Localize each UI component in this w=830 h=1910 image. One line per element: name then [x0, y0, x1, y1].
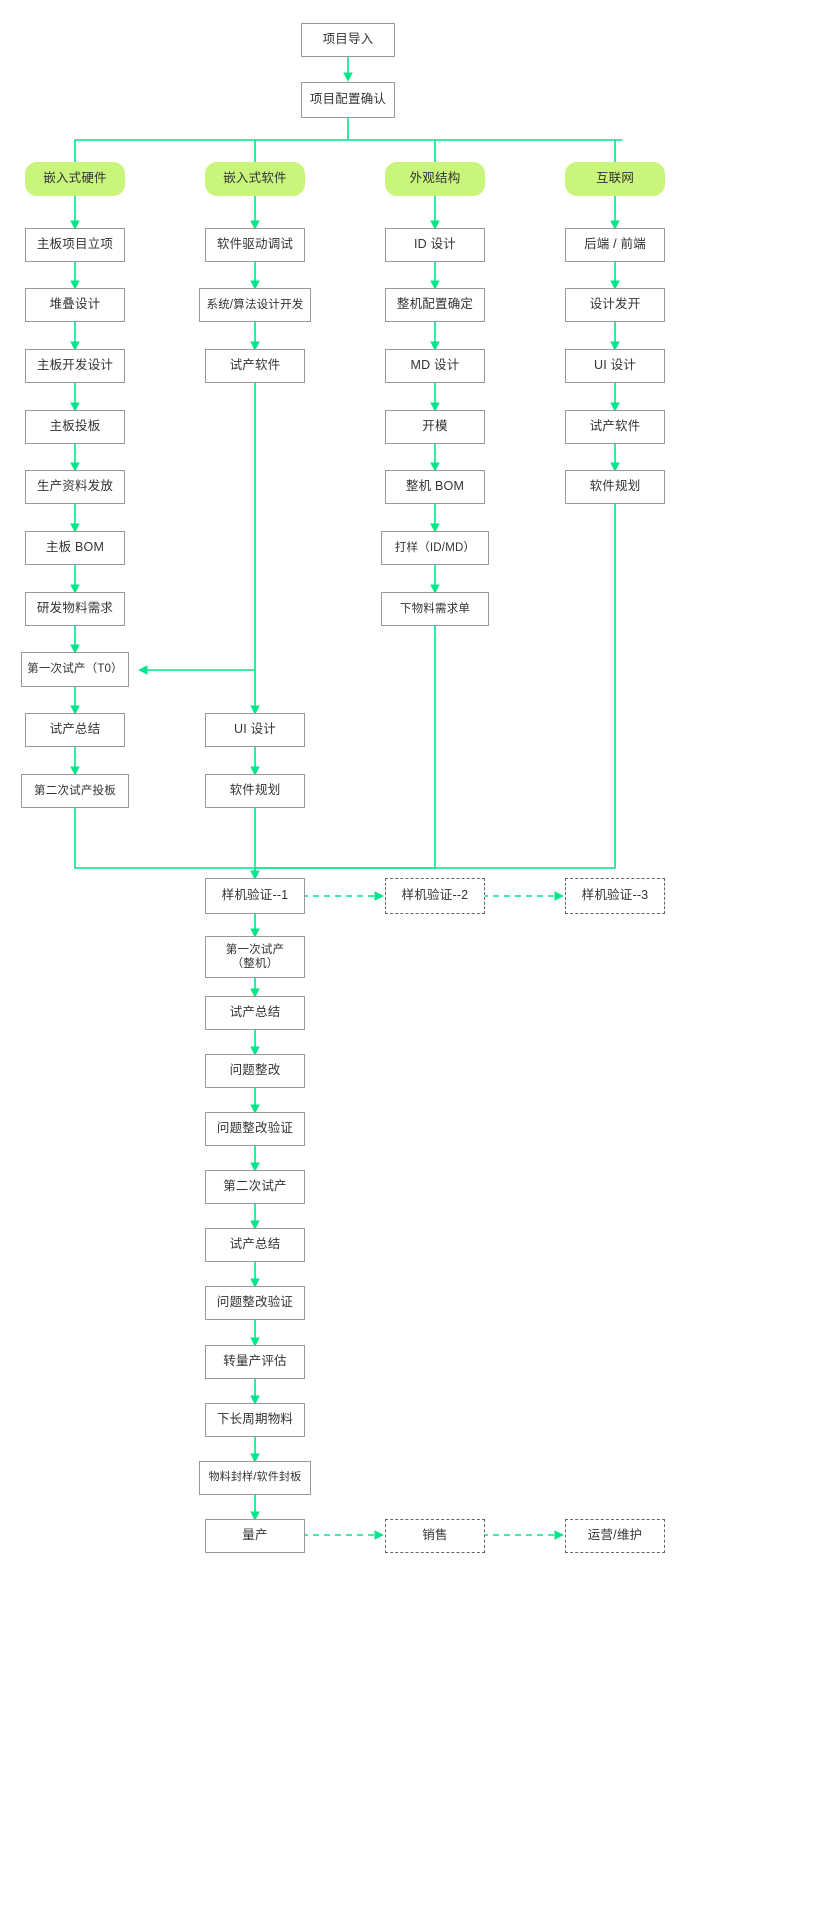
node-mech-2[interactable]: 整机配置确定	[385, 288, 485, 322]
node-hw-6[interactable]: 主板 BOM	[25, 531, 125, 565]
node-label: ID 设计	[414, 237, 456, 252]
lane-header-label: 嵌入式软件	[223, 171, 287, 186]
node-prototype-verify-3[interactable]: 样机验证--3	[565, 878, 665, 914]
node-label: 试产总结	[49, 722, 101, 737]
node-trunk-1[interactable]: 第一次试产 （整机）	[205, 936, 305, 978]
node-sw-3[interactable]: 试产软件	[205, 349, 305, 383]
node-mech-3[interactable]: MD 设计	[385, 349, 485, 383]
node-label: 量产	[242, 1528, 268, 1543]
node-hw-10[interactable]: 第二次试产投板	[21, 774, 129, 808]
node-label: 样机验证--1	[221, 888, 289, 903]
node-label: MD 设计	[410, 358, 460, 373]
node-label: UI 设计	[234, 722, 276, 737]
node-trunk-9[interactable]: 下长周期物料	[205, 1403, 305, 1437]
node-mech-5[interactable]: 整机 BOM	[385, 470, 485, 504]
node-prototype-verify-2[interactable]: 样机验证--2	[385, 878, 485, 914]
node-label: 第一次试产（T0）	[27, 663, 123, 676]
node-trunk-10[interactable]: 物料封样/软件封板	[199, 1461, 311, 1495]
lane-header-embedded-software[interactable]: 嵌入式软件	[205, 162, 305, 196]
node-trunk-8[interactable]: 转量产评估	[205, 1345, 305, 1379]
node-label: 问题整改验证	[216, 1121, 294, 1136]
lane-header-embedded-hardware[interactable]: 嵌入式硬件	[25, 162, 125, 196]
node-trunk-11-mass-production[interactable]: 量产	[205, 1519, 305, 1553]
node-label: 主板项目立项	[36, 237, 114, 252]
node-trunk-6[interactable]: 试产总结	[205, 1228, 305, 1262]
node-label: 设计发开	[589, 297, 641, 312]
lane-header-label: 互联网	[595, 171, 635, 186]
node-hw-5[interactable]: 生产资料发放	[25, 470, 125, 504]
node-project-import[interactable]: 项目导入	[301, 23, 395, 57]
node-hw-2[interactable]: 堆叠设计	[25, 288, 125, 322]
node-prototype-verify-1[interactable]: 样机验证--1	[205, 878, 305, 914]
node-sw-2[interactable]: 系统/算法设计开发	[199, 288, 311, 322]
node-label: 转量产评估	[223, 1354, 287, 1369]
node-net-4[interactable]: 试产软件	[565, 410, 665, 444]
node-label: 后端 / 前端	[584, 237, 646, 252]
node-label: 软件规划	[229, 783, 281, 798]
node-operations-maintenance[interactable]: 运营/维护	[565, 1519, 665, 1553]
node-label: 系统/算法设计开发	[206, 298, 304, 311]
node-label: 主板开发设计	[36, 358, 114, 373]
node-label: 问题整改验证	[216, 1295, 294, 1310]
node-label: 试产软件	[589, 419, 641, 434]
node-label: 整机 BOM	[405, 479, 465, 494]
node-mech-1[interactable]: ID 设计	[385, 228, 485, 262]
node-net-5[interactable]: 软件规划	[565, 470, 665, 504]
node-hw-8-first-trial-t0[interactable]: 第一次试产（T0）	[21, 652, 129, 687]
node-sales[interactable]: 销售	[385, 1519, 485, 1553]
node-trunk-4[interactable]: 问题整改验证	[205, 1112, 305, 1146]
lane-header-label: 外观结构	[409, 171, 461, 186]
node-label: 主板投板	[49, 419, 101, 434]
node-label: 样机验证--3	[581, 888, 649, 903]
lane-header-appearance-structure[interactable]: 外观结构	[385, 162, 485, 196]
node-trunk-3[interactable]: 问题整改	[205, 1054, 305, 1088]
node-label: 试产总结	[229, 1237, 281, 1252]
node-label: 样机验证--2	[401, 888, 469, 903]
node-hw-4[interactable]: 主板投板	[25, 410, 125, 444]
node-hw-9[interactable]: 试产总结	[25, 713, 125, 747]
node-net-1[interactable]: 后端 / 前端	[565, 228, 665, 262]
node-hw-7[interactable]: 研发物料需求	[25, 592, 125, 626]
node-net-2[interactable]: 设计发开	[565, 288, 665, 322]
node-trunk-2[interactable]: 试产总结	[205, 996, 305, 1030]
node-label: 软件规划	[589, 479, 641, 494]
node-label: UI 设计	[594, 358, 636, 373]
node-sw-4[interactable]: UI 设计	[205, 713, 305, 747]
node-label: 问题整改	[229, 1063, 281, 1078]
node-label: 打样（ID/MD）	[394, 541, 476, 554]
node-hw-3[interactable]: 主板开发设计	[25, 349, 125, 383]
node-label: 第一次试产 （整机）	[225, 943, 285, 970]
node-label: 开模	[422, 419, 448, 434]
node-label: 研发物料需求	[36, 601, 114, 616]
node-mech-4[interactable]: 开模	[385, 410, 485, 444]
lane-header-internet[interactable]: 互联网	[565, 162, 665, 196]
node-label: 堆叠设计	[49, 297, 101, 312]
node-project-config-confirm[interactable]: 项目配置确认	[301, 82, 395, 118]
node-label: 软件驱动调试	[216, 237, 294, 252]
node-label: 运营/维护	[587, 1528, 643, 1543]
node-sw-5[interactable]: 软件规划	[205, 774, 305, 808]
node-label: 试产总结	[229, 1005, 281, 1020]
node-label: 项目配置确认	[309, 92, 387, 107]
node-mech-6[interactable]: 打样（ID/MD）	[381, 531, 489, 565]
node-label: 整机配置确定	[396, 297, 474, 312]
node-mech-7[interactable]: 下物料需求单	[381, 592, 489, 626]
node-hw-1[interactable]: 主板项目立项	[25, 228, 125, 262]
node-label: 生产资料发放	[36, 479, 114, 494]
node-trunk-5[interactable]: 第二次试产	[205, 1170, 305, 1204]
node-sw-1[interactable]: 软件驱动调试	[205, 228, 305, 262]
node-label: 项目导入	[322, 32, 374, 47]
node-label: 第二次试产	[223, 1179, 287, 1194]
node-trunk-7[interactable]: 问题整改验证	[205, 1286, 305, 1320]
node-net-3[interactable]: UI 设计	[565, 349, 665, 383]
node-label: 试产软件	[229, 358, 281, 373]
node-label: 下物料需求单	[399, 602, 471, 615]
lane-header-label: 嵌入式硬件	[43, 171, 107, 186]
node-label: 下长周期物料	[216, 1412, 294, 1427]
node-label: 销售	[422, 1528, 448, 1543]
node-label: 物料封样/软件封板	[208, 1471, 302, 1484]
node-label: 主板 BOM	[45, 540, 105, 555]
node-label: 第二次试产投板	[34, 784, 116, 797]
